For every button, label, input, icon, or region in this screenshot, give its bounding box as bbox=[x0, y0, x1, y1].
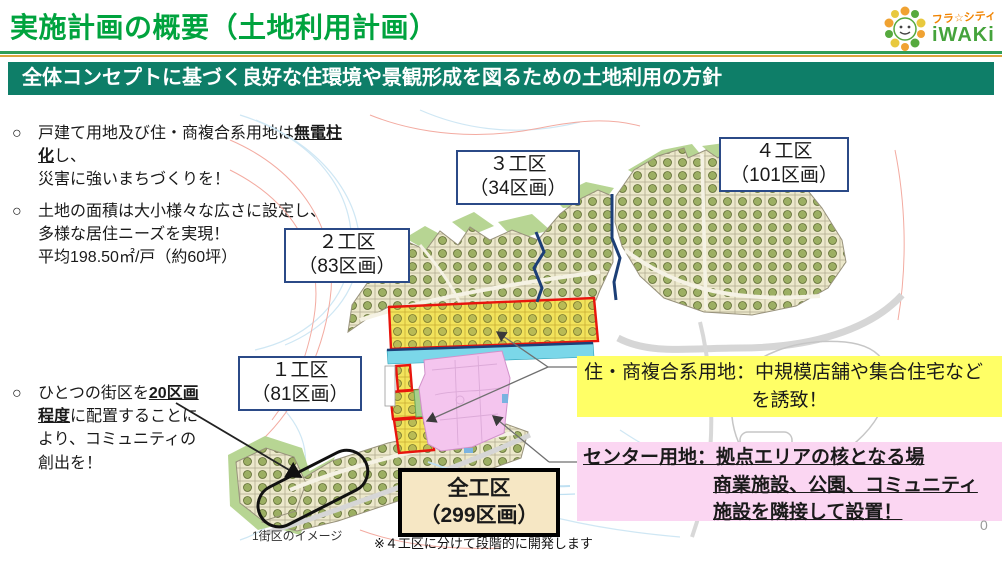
bullet-marker: ○ bbox=[12, 203, 22, 220]
logo-text-bottom: iWAKi bbox=[932, 24, 995, 46]
zone-name: ３工区 bbox=[489, 154, 547, 175]
zone-count: （299区画） bbox=[419, 504, 539, 528]
callout-leader-lines bbox=[425, 331, 577, 463]
street-lines bbox=[289, 153, 821, 492]
block-arrow bbox=[175, 402, 303, 478]
callout-line: 商業施設、公園、コミュニティ bbox=[713, 474, 978, 496]
center-area bbox=[418, 350, 511, 453]
zone4-label-box: ４工区 （101区画） bbox=[719, 137, 849, 192]
zone-name: 全工区 bbox=[447, 477, 511, 500]
bullet-marker: ○ bbox=[12, 385, 22, 402]
mixed-use-b bbox=[392, 415, 436, 455]
callout-line: センター用地：拠点エリアの核となる場 bbox=[583, 447, 925, 468]
bullet-text: 戸建て用地及び住・商複合系用地は無電柱化し、 災害に強いまちづくりを！ bbox=[38, 125, 343, 189]
callout-line: 施設を隣接して設置！ bbox=[713, 502, 903, 524]
canal-navy-edge bbox=[386, 341, 594, 352]
block-image-caption: 1街区のイメージ bbox=[252, 529, 343, 543]
bullet-no-poles: ○ 戸建て用地及び住・商複合系用地は無電柱化し、 災害に強いまちづくりを！ bbox=[12, 122, 352, 192]
block-image-outline bbox=[256, 448, 370, 529]
zone-name: ４工区 bbox=[755, 141, 813, 162]
callout-line: を誘致！ bbox=[751, 389, 828, 411]
flower-wreath-icon bbox=[884, 6, 926, 51]
callout-line: 住・商複合系用地：中規模店舗や集合住宅など bbox=[584, 362, 984, 383]
mixed-use-strip bbox=[387, 296, 600, 351]
phasing-note: ※４工区に分けて段階的に開発します bbox=[374, 536, 593, 551]
bullet-marker: ○ bbox=[12, 125, 22, 142]
zone-name: １工区 bbox=[271, 360, 329, 381]
mixed-use-areas bbox=[387, 296, 600, 455]
mixed-use-col bbox=[394, 363, 414, 393]
brand-logo: フラ☆シティ iWAKi bbox=[882, 3, 1000, 55]
zone2-label-box: ２工区 （83区画） bbox=[284, 228, 410, 283]
zone-count: （83区画） bbox=[298, 256, 396, 278]
zone3-label-box: ３工区 （34区画） bbox=[456, 150, 580, 205]
zone1-label-box: １工区 （81区画） bbox=[238, 356, 362, 411]
all-zones-label-box: 全工区 （299区画） bbox=[398, 468, 560, 537]
page-title: 実施計画の概要（土地利用計画） bbox=[10, 12, 438, 43]
bullet-text: ひとつの街区を20区画 程度に配置することに より、コミュニティの 創出を！ bbox=[38, 385, 199, 472]
phase-boundaries bbox=[532, 194, 622, 303]
bullet-community: ○ ひとつの街区を20区画 程度に配置することに より、コミュニティの 創出を！ bbox=[12, 382, 252, 475]
zone-count: （101区画） bbox=[730, 165, 838, 187]
utility-rect bbox=[384, 365, 396, 407]
bullet-text: 土地の面積は大小様々な広さに設定し、 多様な居住ニーズを実現！ 平均198.50… bbox=[38, 203, 327, 267]
mixed-use-callout: 住・商複合系用地：中規模店舗や集合住宅など を誘致！ bbox=[577, 356, 1002, 417]
section-banner: 全体コンセプトに基づく良好な住環境や景観形成を図るための土地利用の方針 bbox=[8, 62, 994, 95]
zone-name: ２工区 bbox=[318, 232, 376, 253]
zone-count: （34区画） bbox=[469, 178, 567, 200]
header-divider bbox=[0, 51, 1002, 57]
center-area-callout: センター用地：拠点エリアの核となる場 商業施設、公園、コミュニティ 施設を隣接し… bbox=[577, 442, 1002, 523]
bullet-lot-size: ○ 土地の面積は大小様々な広さに設定し、 多様な居住ニーズを実現！ 平均198.… bbox=[12, 200, 352, 270]
page-number: 0 bbox=[980, 517, 988, 533]
zone-count: （81区画） bbox=[251, 384, 349, 406]
